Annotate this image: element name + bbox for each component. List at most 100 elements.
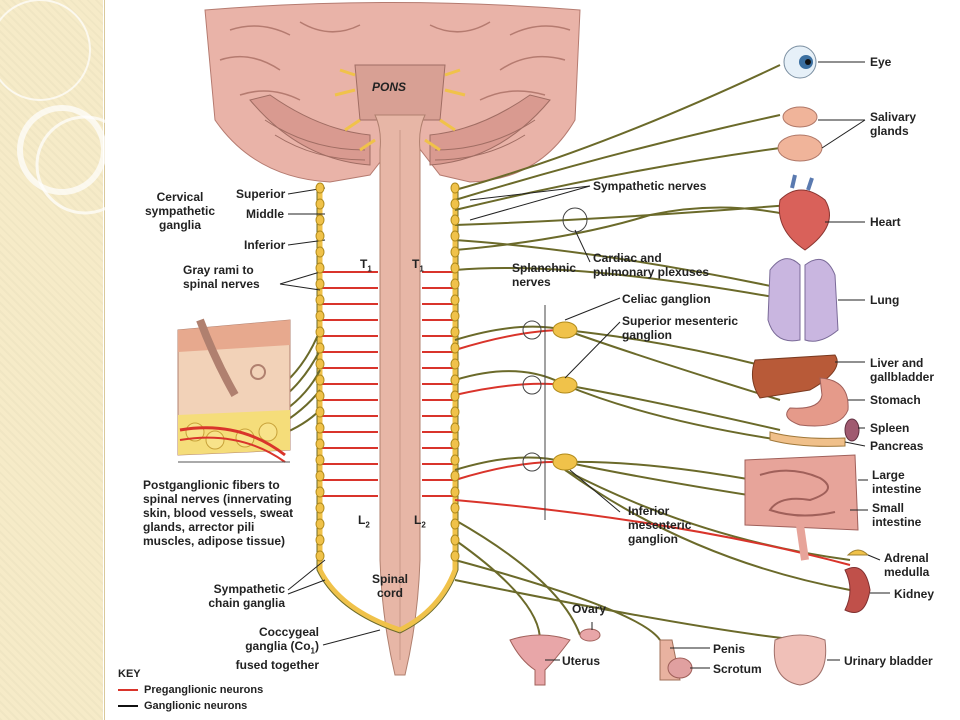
sympathetic-nerves-label: Sympathetic nerves <box>593 179 707 193</box>
organ-male-genitalia <box>659 639 693 681</box>
splanchnic-nerves-label: Splanchnic nerves <box>512 261 577 289</box>
eye-label: Eye <box>870 55 892 69</box>
liver-gallbladder-label: Liver and gallbladder <box>870 356 935 384</box>
chain-ganglion <box>450 310 460 322</box>
chain-ganglion <box>450 502 460 514</box>
chain-ganglion <box>450 470 460 482</box>
organ-stomach <box>786 377 849 427</box>
middle-label: Middle <box>246 207 284 221</box>
kidney-label: Kidney <box>894 587 935 601</box>
adrenal-medulla-label: Adrenal medulla <box>884 551 930 579</box>
uterus-label: Uterus <box>562 654 601 668</box>
chain-ganglion <box>315 262 325 274</box>
chain-ganglion <box>450 550 460 562</box>
chain-ganglia-bumps <box>315 182 460 562</box>
chain-ganglion <box>450 390 460 402</box>
pancreas-label: Pancreas <box>870 439 924 453</box>
superior-mesenteric-label: Superior mesenteric ganglion <box>622 314 739 342</box>
prevertebral-ganglia <box>552 321 578 471</box>
chain-ganglion <box>450 262 460 274</box>
urinary-bladder-label: Urinary bladder <box>844 654 933 668</box>
l2-left-label: L2 <box>358 513 370 530</box>
label-leader-lines <box>279 61 890 669</box>
organ-liver <box>751 354 838 399</box>
sympathetic-chains <box>317 185 458 633</box>
large-intestine-label: Large intestine <box>872 468 922 496</box>
chain-ganglion <box>450 438 460 450</box>
chain-ganglion <box>315 230 325 242</box>
inferior-mesenteric-label: Inferior mesenteric ganglion <box>628 504 692 546</box>
decorative-sidebar <box>0 0 103 720</box>
organ-ovary-uterus <box>509 628 601 686</box>
chain-ganglion <box>450 486 460 498</box>
key-preganglionic: Preganglionic neurons <box>118 684 263 696</box>
chain-ganglion <box>450 342 460 354</box>
chain-ganglion <box>450 374 460 386</box>
organ-adrenal-kidney <box>844 549 871 613</box>
salivary-glands-label: Salivary glands <box>870 110 917 138</box>
preganglionic-swatch <box>118 689 138 691</box>
gray-rami-label: Gray rami to spinal nerves <box>183 263 260 291</box>
chain-ganglion <box>315 406 325 418</box>
skin-tissue-illustration <box>177 318 291 463</box>
pons-label: PONS <box>372 80 407 94</box>
chain-ganglion <box>450 422 460 434</box>
cardiac-plexuses-label: Cardiac and pulmonary plexuses <box>593 251 710 279</box>
plexus-circles <box>522 207 588 520</box>
celiac-ganglion-label: Celiac ganglion <box>622 292 711 306</box>
coccygeal-ganglia-label: Coccygeal ganglia (Co1) fused together <box>235 625 319 673</box>
superior-label: Superior <box>236 187 286 201</box>
organ-urinary-bladder <box>773 634 827 686</box>
chain-ganglion <box>315 182 325 194</box>
ganglionic-swatch <box>118 705 138 707</box>
spleen-label: Spleen <box>870 421 910 435</box>
organ-intestines <box>744 454 859 561</box>
chain-ganglion <box>450 230 460 242</box>
ovary-label: Ovary <box>572 602 607 616</box>
chain-ganglion <box>450 182 460 194</box>
chain-ganglion <box>315 470 325 482</box>
t1-left-label: T1 <box>360 257 372 274</box>
chain-ganglion <box>450 406 460 418</box>
chain-ganglion <box>315 534 325 546</box>
chain-ganglion <box>315 358 325 370</box>
lung-label: Lung <box>870 293 900 307</box>
inferior-label: Inferior <box>244 238 286 252</box>
chain-ganglion <box>315 550 325 562</box>
chain-ganglion <box>315 438 325 450</box>
sidebar-circles-decoration <box>0 0 135 215</box>
chain-ganglion <box>315 294 325 306</box>
cervical-ganglia-label: Cervical sympathetic ganglia <box>144 190 216 232</box>
key-preganglionic-label: Preganglionic neurons <box>144 684 264 696</box>
chain-ganglion <box>450 246 460 258</box>
ganglionic-nerve-pathways <box>454 64 851 641</box>
chain-ganglion <box>315 214 325 226</box>
spinal-cord-label: Spinal cord <box>371 572 408 600</box>
t1-right-label: T1 <box>412 257 424 274</box>
sidebar-divider <box>104 0 105 720</box>
chain-ganglion <box>315 454 325 466</box>
organ-lung <box>767 258 839 342</box>
chain-ganglion <box>315 422 325 434</box>
chain-ganglion <box>315 502 325 514</box>
heart-label: Heart <box>870 215 901 229</box>
chain-ganglion <box>315 326 325 338</box>
key-title: KEY <box>118 668 141 680</box>
chain-ganglion <box>450 214 460 226</box>
scrotum-label: Scrotum <box>713 662 762 676</box>
chain-ganglion <box>450 326 460 338</box>
small-intestine-label: Small intestine <box>872 501 922 529</box>
organ-spleen-pancreas <box>769 418 860 447</box>
organ-eye <box>783 45 817 79</box>
chain-ganglion <box>315 518 325 530</box>
l2-right-label: L2 <box>414 513 426 530</box>
chain-ganglion <box>315 198 325 210</box>
chain-ganglion <box>450 294 460 306</box>
chain-ganglion <box>450 534 460 546</box>
postganglionic-fibers-label: Postganglionic fibers to spinal nerves (… <box>143 478 294 548</box>
chain-ganglion <box>450 278 460 290</box>
penis-label: Penis <box>713 642 746 656</box>
sympathetic-chain-outlines <box>316 185 459 634</box>
chain-ganglion <box>315 374 325 386</box>
